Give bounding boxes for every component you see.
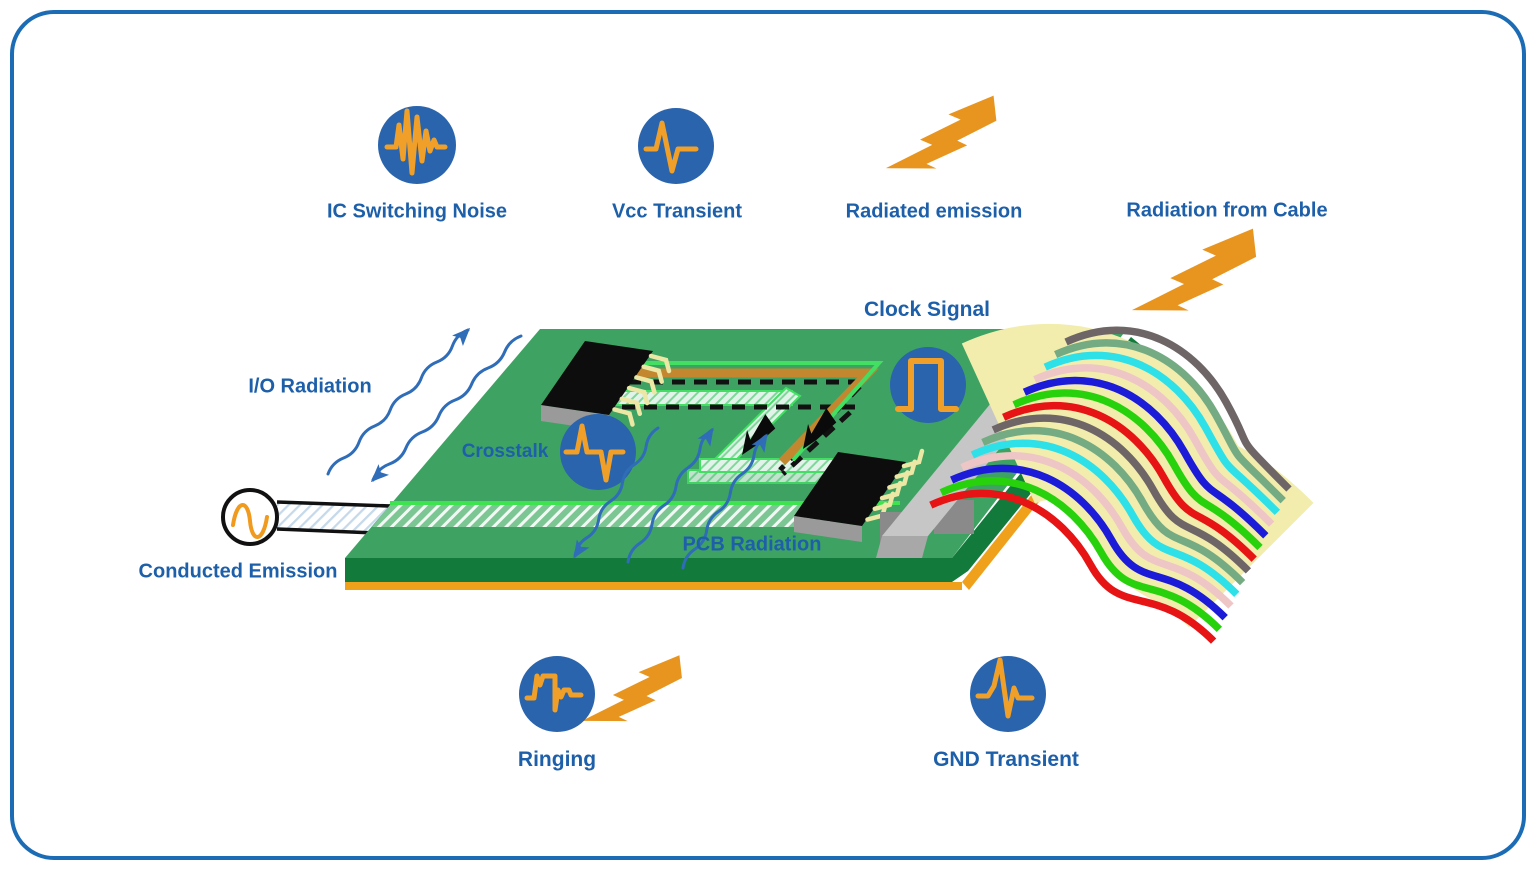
clock-signal-waveform-icon (890, 347, 966, 423)
chip-pins (612, 353, 672, 427)
vcc-transient-waveform-icon (638, 108, 714, 184)
gnd-transient-waveform-icon (970, 656, 1046, 732)
cable-wire (991, 414, 1252, 574)
cable-wire (1002, 401, 1257, 562)
ac-source-icon (221, 488, 279, 546)
radiation-wavy-line (326, 328, 470, 476)
chip-pin (901, 448, 925, 469)
cable-wire (960, 452, 1234, 609)
radiation-from-cable-bolt-icon (1131, 204, 1269, 349)
chip-pin (634, 375, 657, 395)
return-current-arrow (803, 408, 837, 449)
chip-pin (612, 407, 635, 427)
ringing-label: Ringing (517, 748, 597, 771)
ic-switching-noise-icon (378, 106, 456, 184)
chip-pin (872, 491, 896, 512)
crosstalk-waveform-icon (560, 414, 636, 490)
cable-wire (970, 439, 1240, 597)
chip-pin (626, 385, 650, 406)
radiation-from-cable-label: Radiation from Cable (1126, 199, 1328, 222)
radiation-wavy-arrows (326, 327, 768, 570)
io-radiation-label: I/O Radiation (248, 375, 372, 398)
return-current-arrow (742, 414, 776, 455)
vcc-transient-label: Vcc Transient (611, 200, 743, 223)
radiation-wavy-line (371, 334, 523, 482)
radiation-arrowhead (697, 427, 714, 447)
ribbon-cable (929, 323, 1314, 644)
chip-pin (887, 470, 910, 490)
radiation-arrowhead (370, 464, 389, 483)
radiation-arrowhead (573, 539, 590, 559)
ringing-waveform-icon (519, 656, 595, 732)
clock-signal-label: Clock Signal (863, 298, 991, 321)
cable-wire (950, 464, 1228, 621)
ic-switching-noise-label: IC Switching Noise (326, 200, 508, 223)
cable-wire (939, 477, 1223, 633)
radiation-arrowhead (751, 433, 768, 453)
radiation-wavy-line (573, 426, 660, 558)
cable-wire (1054, 339, 1286, 504)
ringing-bolt-icon (581, 636, 693, 752)
chip-pin (641, 364, 664, 384)
cable-wire (1012, 389, 1263, 551)
cable-wire (1064, 326, 1292, 492)
conducted-emission-label: Conducted Emission (138, 560, 338, 583)
chip-pin (648, 353, 672, 374)
radiation-wavy-line (626, 428, 714, 564)
radiation-arrowhead (452, 327, 471, 346)
pcb-radiation-label: PCB Radiation (682, 533, 822, 556)
cable-wire (1043, 351, 1281, 516)
cable-wire (981, 426, 1246, 586)
gnd-transient-label: GND Transient (933, 748, 1079, 771)
radiated-emission-bolt-icon (885, 74, 1008, 202)
cable-wire (1022, 376, 1269, 539)
cable-insulation (961, 323, 1314, 629)
cable-wire (1033, 364, 1275, 527)
crosstalk-label: Crosstalk (461, 441, 549, 462)
cable-wire (929, 489, 1217, 644)
chip-pin (879, 480, 903, 501)
radiated-emission-label: Radiated emission (845, 200, 1023, 223)
chip-pin (894, 459, 917, 479)
radiation-wavy-line (681, 434, 768, 570)
chip-pin (619, 396, 643, 417)
